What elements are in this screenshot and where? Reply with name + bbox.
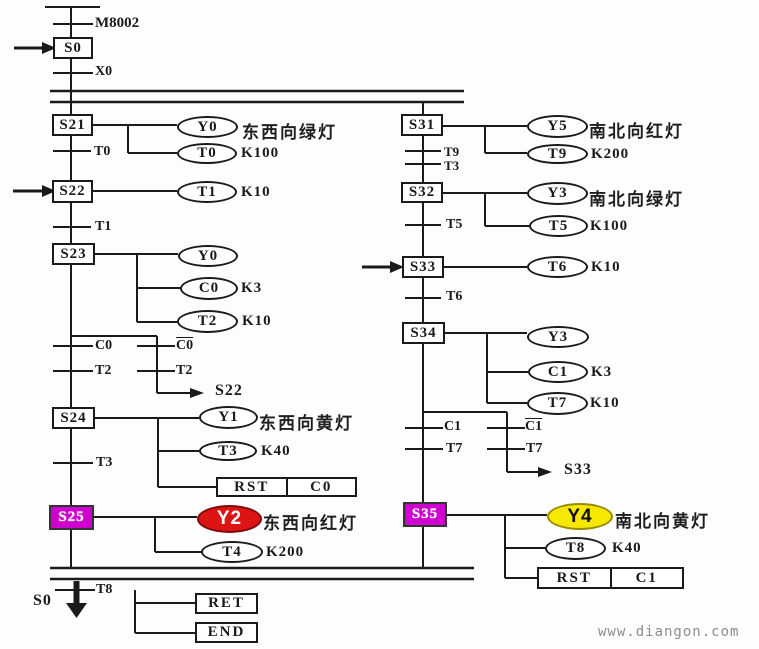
coil-t3: T3 [199, 441, 257, 461]
watermark: www.diangon.com [598, 624, 740, 640]
k-value-t5: K100 [590, 218, 629, 234]
coil-c0: C0 [180, 277, 238, 300]
coil-y4-yellow-active: Y4 [547, 503, 613, 530]
rst-c0-instruction: RST C0 [216, 477, 357, 497]
jump-target-s33: S33 [564, 461, 592, 478]
transition-label-m8002: M8002 [95, 15, 140, 31]
parallel-branch-rails [50, 89, 474, 581]
transition-label-c1-advance: C1 [444, 419, 462, 434]
k-value-c0: K3 [241, 280, 263, 296]
coil-t1: T1 [177, 181, 237, 203]
coil-t2: T2 [177, 310, 238, 333]
transition-label-t7-loop: T7 [526, 441, 543, 456]
coil-y3-flash: Y3 [527, 326, 589, 348]
jump-arrow-to-s22 [157, 388, 204, 398]
k-value-t6: K10 [591, 259, 621, 275]
coil-y3-green: Y3 [527, 182, 588, 205]
k-value-t0: K100 [241, 145, 280, 161]
coil-y2-red-active: Y2 [197, 505, 262, 533]
transition-label-c0-loop: C0 [176, 338, 194, 353]
rst-opcode: RST [218, 479, 288, 495]
k-value-t2: K10 [242, 313, 272, 329]
entry-arrow-s33 [362, 261, 404, 273]
rst-opcode-2: RST [539, 569, 612, 587]
coil-t8: T8 [545, 537, 606, 560]
transition-label-t5: T5 [446, 217, 463, 232]
k-value-t3: K40 [261, 443, 291, 459]
note-ew-yellow: 东西向黄灯 [259, 414, 354, 433]
step-s0: S0 [53, 37, 93, 59]
transition-label-t7-advance: T7 [446, 441, 463, 456]
step-s32: S32 [401, 182, 443, 203]
left-column-wires [45, 6, 216, 634]
coil-t4: T4 [201, 541, 263, 563]
return-target-s0: S0 [33, 592, 52, 609]
transition-label-t9: T9 [444, 144, 460, 159]
step-s33: S33 [402, 256, 444, 278]
step-s24: S24 [52, 407, 95, 429]
coil-t0: T0 [177, 143, 237, 164]
note-ns-green: 南北向绿灯 [589, 190, 684, 209]
coil-y0-green: Y0 [177, 116, 238, 138]
coil-t5: T5 [529, 215, 588, 237]
end-instruction: END [195, 622, 258, 643]
jump-arrow-to-s33 [507, 467, 552, 477]
step-s23: S23 [52, 243, 95, 265]
coil-t7: T7 [527, 392, 588, 415]
transition-label-t3-right: T3 [444, 158, 460, 173]
ret-instruction: RET [195, 593, 258, 614]
rst-operand-c1: C1 [635, 569, 658, 586]
step-s31: S31 [401, 114, 443, 136]
step-s34: S34 [402, 322, 445, 344]
transition-label-x0: X0 [95, 64, 113, 79]
coil-t6: T6 [527, 256, 588, 278]
transition-label-t1: T1 [95, 219, 112, 234]
note-ns-red: 南北向红灯 [589, 122, 684, 141]
k-value-t9: K200 [591, 146, 630, 162]
return-down-arrow [66, 581, 87, 618]
transition-label-t6: T6 [446, 289, 463, 304]
note-ew-red: 东西向红灯 [263, 514, 358, 533]
k-value-t1: K10 [241, 184, 271, 200]
coil-y1-yellow: Y1 [199, 406, 258, 429]
step-s35-active: S35 [403, 502, 447, 527]
step-s21: S21 [52, 114, 93, 136]
transition-label-c0-advance: C0 [95, 338, 113, 353]
entry-arrow-s22 [13, 185, 56, 197]
rst-c1-instruction: RST C1 [537, 567, 684, 589]
step-s25-active: S25 [49, 505, 94, 530]
jump-target-s22: S22 [215, 382, 243, 399]
coil-y5-red: Y5 [527, 115, 588, 138]
transition-label-c1-loop: C1 [525, 419, 543, 434]
transition-label-t0: T0 [94, 144, 111, 159]
k-value-c1: K3 [591, 364, 613, 380]
note-ns-yellow: 南北向黄灯 [615, 512, 710, 531]
rst-operand-c0: C0 [310, 478, 333, 495]
k-value-t8: K40 [612, 540, 642, 556]
transition-label-t3: T3 [96, 455, 113, 470]
transition-label-t2-loop: T2 [176, 363, 193, 378]
transition-label-t2-advance: T2 [95, 363, 112, 378]
note-ew-green: 东西向绿灯 [242, 123, 337, 142]
coil-y0-flash: Y0 [178, 245, 238, 267]
step-s22: S22 [52, 180, 93, 203]
coil-t9: T9 [527, 144, 588, 164]
k-value-t7: K10 [590, 395, 620, 411]
coil-c1: C1 [528, 361, 588, 383]
entry-arrow-s0 [14, 42, 56, 54]
k-value-t4: K200 [266, 544, 305, 560]
transition-label-t8: T8 [96, 582, 113, 597]
